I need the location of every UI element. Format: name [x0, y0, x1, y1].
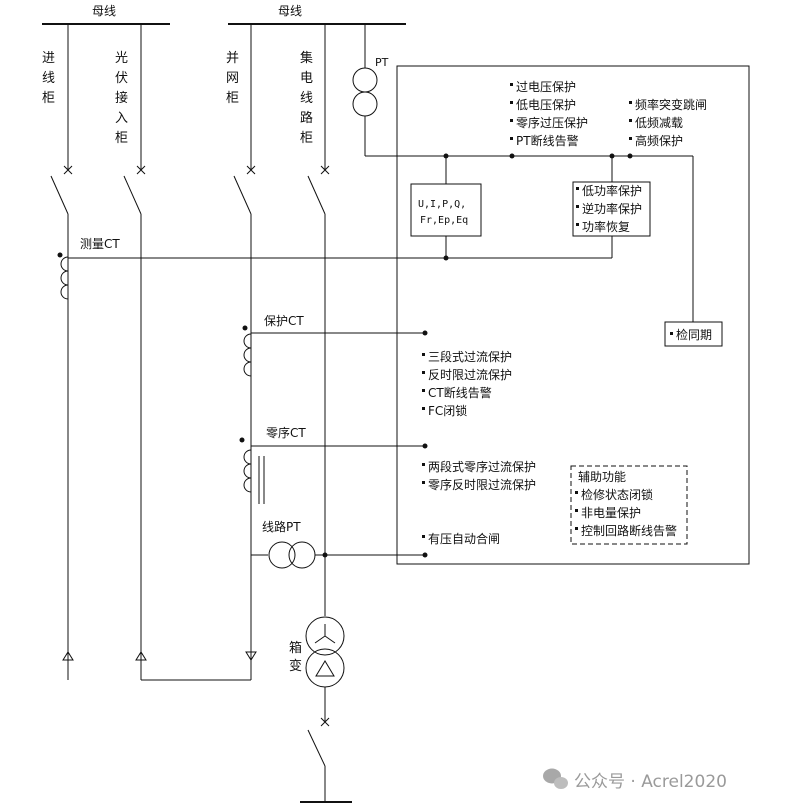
- svg-text:频率突变跳闸: 频率突变跳闸: [635, 97, 707, 112]
- auxiliary-title: 辅助功能: [578, 470, 626, 484]
- busbar-right-label: 母线: [278, 4, 302, 18]
- feeder-collector: [300, 24, 352, 803]
- measurement-line-1: U,I,P,Q,: [418, 199, 466, 210]
- svg-text:低频减载: 低频减载: [635, 116, 683, 130]
- protection-device-box: [396, 65, 750, 565]
- svg-text:电: 电: [300, 71, 313, 86]
- svg-text:网: 网: [226, 71, 239, 86]
- box-transformer-icon: [305, 616, 345, 688]
- svg-text:反时限过流保护: 反时限过流保护: [428, 368, 512, 382]
- line-pt-icon: [251, 541, 425, 569]
- frequency-protection-list: 频率突变跳闸 低频减载 高频保护: [629, 97, 707, 148]
- svg-text:零序反时限过流保护: 零序反时限过流保护: [428, 477, 536, 492]
- svg-text:柜: 柜: [300, 131, 313, 146]
- measure-ct-icon: [57, 252, 69, 300]
- svg-text:有压自动合闸: 有压自动合闸: [428, 531, 500, 546]
- overcurrent-protection-list: 三段式过流保护 反时限过流保护 CT断线告警 FC闭锁: [422, 349, 512, 418]
- zero-sequence-protection-list: 两段式零序过流保护 零序反时限过流保护: [422, 459, 536, 492]
- busbar-left-label: 母线: [92, 4, 116, 18]
- svg-text:并: 并: [226, 51, 239, 66]
- svg-text:低电压保护: 低电压保护: [516, 98, 576, 112]
- svg-text:伏: 伏: [115, 71, 128, 86]
- auxiliary-list: 检修状态闭锁 非电量保护 控制回路断线告警: [575, 487, 677, 538]
- svg-text:PT断线告警: PT断线告警: [516, 133, 579, 148]
- sync-check-box: [664, 321, 723, 347]
- svg-text:路: 路: [300, 110, 313, 126]
- svg-text:两段式零序过流保护: 两段式零序过流保护: [428, 459, 536, 474]
- svg-text:柜: 柜: [226, 91, 239, 106]
- measurement-line-2: Fr,Ep,Eq: [420, 215, 468, 226]
- voltage-protection-list: 过电压保护 低电压保护 零序过压保护 PT断线告警: [510, 80, 588, 148]
- measurement-box: [410, 183, 482, 237]
- protect-ct-icon: [242, 325, 252, 377]
- svg-text:高频保护: 高频保护: [635, 133, 683, 148]
- svg-text:功率恢复: 功率恢复: [582, 219, 630, 234]
- svg-text:逆功率保护: 逆功率保护: [582, 201, 642, 216]
- svg-text:柜: 柜: [115, 131, 128, 146]
- protect-ct-label: 保护CT: [264, 314, 304, 328]
- feeder-pv-access: [123, 24, 147, 680]
- svg-text:过电压保护: 过电压保护: [516, 80, 576, 94]
- box-transformer-label-1: 箱: [289, 640, 302, 656]
- svg-text:零序过压保护: 零序过压保护: [516, 115, 588, 130]
- auxiliary-box: [570, 465, 688, 545]
- watermark-text: 公众号 · Acrel2020: [574, 772, 727, 792]
- wechat-logo-icon: [543, 768, 568, 789]
- box-transformer-label-2: 变: [289, 658, 302, 674]
- svg-text:CT断线告警: CT断线告警: [428, 385, 492, 400]
- power-protection-list: 低功率保护 逆功率保护 功率恢复: [576, 183, 642, 234]
- label-grid-cabinet: 并 网 柜: [226, 51, 239, 106]
- svg-text:非电量保护: 非电量保护: [581, 506, 641, 520]
- sync-check-label: 检同期: [676, 327, 712, 342]
- svg-text:线: 线: [300, 91, 313, 106]
- svg-text:光: 光: [115, 51, 128, 66]
- bus-pt-icon: [352, 24, 694, 322]
- bus-pt-label: PT: [375, 56, 389, 69]
- feeder-grid: [233, 24, 257, 680]
- svg-text:进: 进: [42, 51, 55, 66]
- svg-text:检修状态闭锁: 检修状态闭锁: [581, 487, 653, 502]
- label-collector-cabinet: 集 电 线 路 柜: [300, 50, 313, 146]
- svg-text:三段式过流保护: 三段式过流保护: [428, 349, 512, 364]
- svg-text:控制回路断线告警: 控制回路断线告警: [581, 523, 677, 538]
- svg-text:FC闭锁: FC闭锁: [428, 403, 467, 418]
- svg-text:柜: 柜: [42, 91, 55, 106]
- label-pv-access-cabinet: 光 伏 接 入 柜: [115, 51, 128, 146]
- line-pt-label: 线路PT: [262, 519, 301, 534]
- svg-text:低功率保护: 低功率保护: [582, 183, 642, 198]
- svg-text:入: 入: [115, 111, 128, 126]
- measure-ct-label: 测量CT: [80, 237, 120, 251]
- zero-ct-label: 零序CT: [266, 425, 306, 440]
- svg-text:接: 接: [115, 90, 128, 106]
- zero-ct-icon: [239, 437, 265, 504]
- svg-text:线: 线: [42, 71, 55, 86]
- label-incoming-cabinet: 进 线 柜: [42, 51, 55, 106]
- feeder-incoming: [50, 24, 74, 680]
- svg-text:集: 集: [300, 50, 313, 66]
- auto-reclose-item: 有压自动合闸: [422, 531, 500, 546]
